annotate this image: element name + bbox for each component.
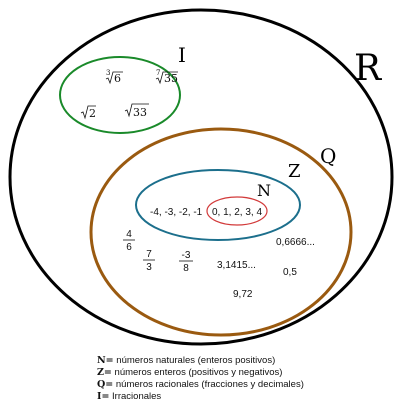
set-q-ellipse — [89, 127, 353, 337]
svg-text:8: 8 — [183, 263, 189, 274]
set-r-label: R — [354, 48, 382, 89]
svg-text:6: 6 — [114, 72, 121, 85]
set-i-ellipse — [59, 56, 181, 134]
set-r-ellipse — [8, 8, 394, 346]
svg-text:2: 2 — [89, 107, 96, 120]
fraction-7-3: 7 3 — [143, 249, 155, 273]
fraction-neg3-8: -3 8 — [179, 250, 193, 274]
decimal-0-6666: 0,6666... — [276, 237, 315, 248]
set-z-ellipse — [135, 169, 301, 241]
radical-7rt-35: 7 35 — [155, 69, 178, 85]
legend-item-z: Z= números enteros (positivos y negativo… — [97, 367, 283, 378]
set-n-label: N — [257, 181, 271, 200]
svg-text:33: 33 — [133, 106, 147, 119]
legend-item-i: I= Irracionales — [97, 391, 162, 402]
svg-text:35: 35 — [164, 72, 178, 85]
decimal-3-1415: 3,1415... — [217, 260, 256, 271]
svg-text:4: 4 — [126, 229, 132, 240]
radical-cbrt-6: 3 6 — [105, 69, 123, 85]
svg-text:7: 7 — [146, 249, 152, 260]
set-n-ellipse — [206, 196, 268, 226]
decimal-0-5: 0,5 — [283, 267, 297, 278]
radical-sqrt-2: 2 — [80, 105, 96, 120]
set-q-label: Q — [320, 144, 336, 168]
legend-item-q: Q= números racionales (fracciones y deci… — [97, 379, 304, 390]
radical-sqrt-33: 33 — [124, 103, 149, 119]
legend-item-n: N= números naturales (enteros positivos) — [97, 355, 276, 366]
svg-text:7: 7 — [156, 69, 160, 77]
legend: N= números naturales (enteros positivos)… — [97, 355, 304, 403]
fraction-4-6: 4 6 — [123, 229, 135, 253]
set-z-label: Z — [288, 161, 301, 182]
integers-negative: -4, -3, -2, -1 — [150, 207, 203, 218]
set-i-label: I — [178, 43, 186, 67]
svg-text:3: 3 — [106, 69, 110, 77]
decimal-9-72: 9,72 — [233, 289, 253, 300]
svg-text:3: 3 — [146, 262, 152, 273]
svg-text:-3: -3 — [182, 250, 191, 261]
natural-numbers: 0, 1, 2, 3, 4 — [212, 207, 262, 218]
svg-text:6: 6 — [126, 242, 132, 253]
